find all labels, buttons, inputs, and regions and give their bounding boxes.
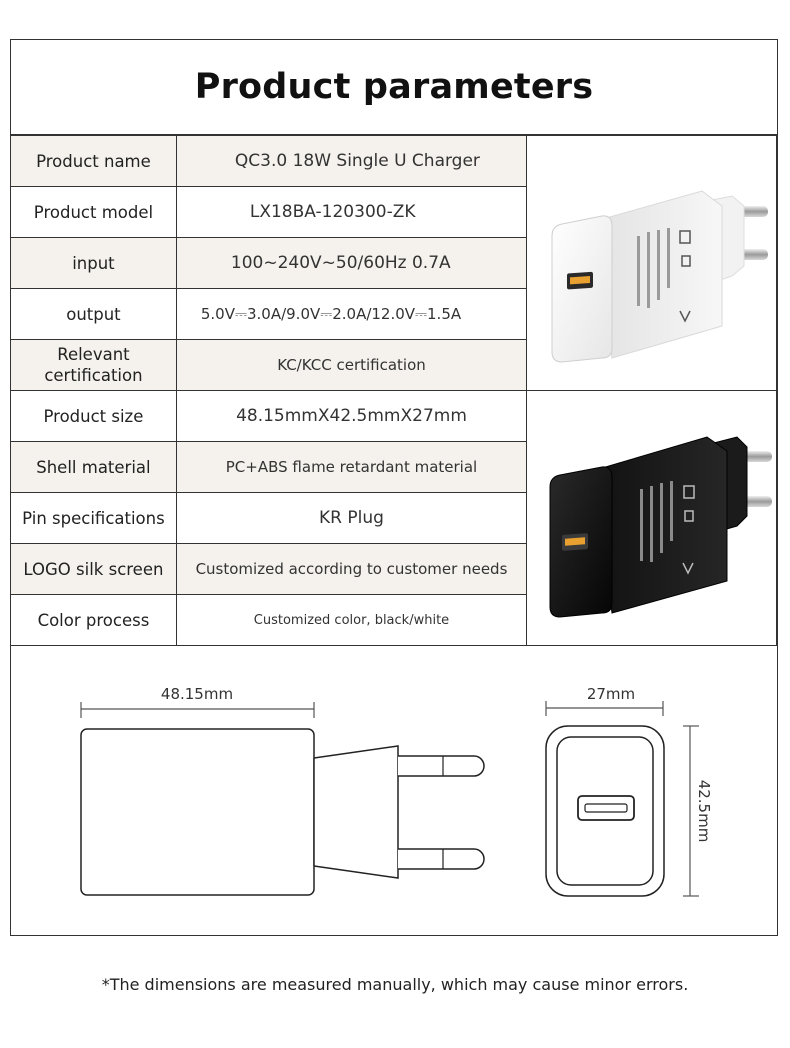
dimension-diagram: 48.15mm 27mm 42.5mm [80,685,713,897]
row-label: Shell material [11,441,177,493]
table-row: Product model LX18BA-120300-ZK [11,186,777,238]
table-row: output 5.0V⎓3.0A/9.0V⎓2.0A/12.0V⎓1.5A [11,288,777,340]
row-label: Color process [11,594,177,646]
row-label: Pin specifications [11,492,177,544]
row-value: 100~240V~50/60Hz 0.7A [175,237,528,289]
row-value: 48.15mmX42.5mmX27mm [175,390,528,442]
row-label: Product size [11,390,177,442]
row-label: Relevant certification [11,339,177,391]
row-value: Customized according to customer needs [175,543,528,595]
side-view-body [80,728,315,896]
table-row: Product name QC3.0 18W Single U Charger [11,135,777,391]
row-label: Product name [11,135,177,187]
height-label: 42.5mm [695,780,713,843]
row-label: Product model [11,186,177,238]
footnote: *The dimensions are measured manually, w… [101,975,689,994]
dimension-drawing: 48.15mm 27mm 42.5mm [11,646,777,935]
length-label: 48.15mm [161,685,233,703]
bottom-pin [398,848,485,870]
row-label: LOGO silk screen [11,543,177,595]
white-charger-photo [526,135,777,391]
row-value: QC3.0 18W Single U Charger [175,135,528,187]
row-value: KR Plug [175,492,528,544]
parameters-table: Product name QC3.0 18W Single U Charger [11,135,777,646]
black-charger-image [549,436,772,618]
row-label: output [11,288,177,340]
row-value: 5.0V⎓3.0A/9.0V⎓2.0A/12.0V⎓1.5A [175,288,528,340]
black-charger-photo [526,390,777,646]
table-row: Relevant certification KC/KCC certificat… [11,339,777,391]
page-title: Product parameters [11,40,777,135]
row-value: LX18BA-120300-ZK [175,186,528,238]
row-value: KC/KCC certification [175,339,528,391]
depth-label: 27mm [587,685,635,703]
white-charger-image [551,190,768,363]
row-value: Customized color, black/white [175,594,528,646]
table-row: Pin specifications KR Plug [11,492,777,544]
row-label: input [11,237,177,289]
table-row: LOGO silk screen Customized according to… [11,543,777,595]
row-value: PC+ABS flame retardant material [175,441,528,493]
top-pin [398,755,485,777]
table-row: Shell material PC+ABS flame retardant ma… [11,441,777,493]
spec-sheet-frame: Product parameters Product name QC3.0 18… [10,39,778,936]
table-row: Product size 48.15mmX42.5mmX27mm [11,390,777,646]
table-row: Color process Customized color, black/wh… [11,594,777,646]
